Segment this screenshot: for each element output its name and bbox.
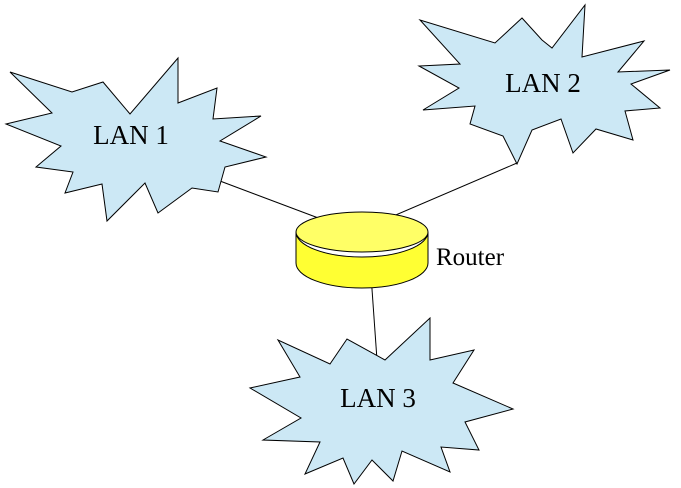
lan-3-node: LAN 3 [248,316,515,485]
lan-2-node: LAN 2 [417,3,671,166]
lan-1-cloud [4,56,268,223]
lan-1-label: LAN 1 [93,120,169,150]
router-body [295,231,429,289]
router-top [295,211,429,253]
lan-2-cloud [417,3,671,166]
lan-3-label: LAN 3 [340,383,416,413]
router-label: Router [436,244,505,271]
lan-1-node: LAN 1 [4,56,268,223]
lan-2-label: LAN 2 [505,68,581,98]
router-node: Router [295,211,505,289]
link-router-lan3 [370,274,378,361]
lan-3-cloud [248,316,515,485]
